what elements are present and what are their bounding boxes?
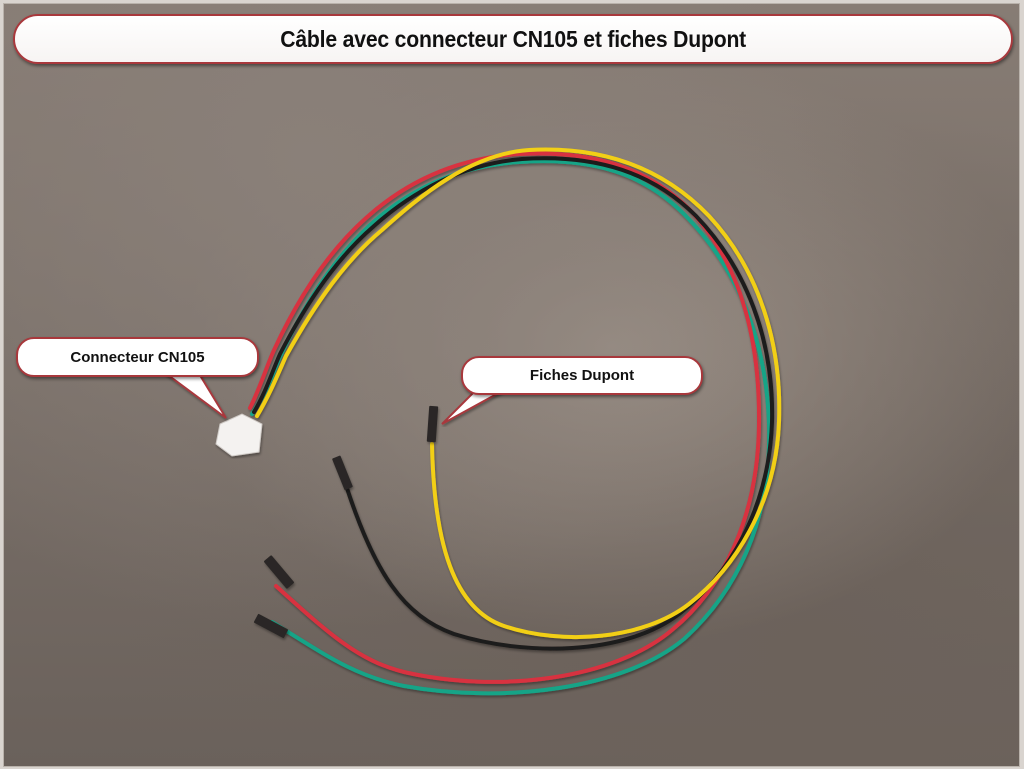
- callout-tail-dupont: [441, 389, 505, 425]
- callout-fiches-dupont: Fiches Dupont: [461, 356, 703, 395]
- black-wire: [252, 156, 775, 651]
- callout-tail-cn105: [160, 371, 227, 419]
- callout-connector-cn105: Connecteur CN105: [16, 337, 259, 377]
- title-banner: Câble avec connecteur CN105 et fiches Du…: [13, 14, 1013, 64]
- photo-frame: Câble avec connecteur CN105 et fiches Du…: [3, 3, 1020, 767]
- dupont-pin-red: [264, 555, 294, 589]
- dupont-pin-green: [253, 613, 289, 639]
- cn105-connector: [215, 413, 263, 457]
- yellow-wire: [255, 147, 782, 639]
- dupont-pins: [253, 405, 439, 639]
- page-title: Câble avec connecteur CN105 et fiches Du…: [280, 25, 746, 52]
- callout-label-dupont: Fiches Dupont: [529, 367, 635, 384]
- red-wire: [248, 151, 762, 684]
- dupont-pin-black: [332, 455, 353, 490]
- dupont-pin-yellow: [426, 405, 439, 443]
- green-wire: [250, 159, 772, 696]
- callout-label-cn105: Connecteur CN105: [70, 348, 205, 366]
